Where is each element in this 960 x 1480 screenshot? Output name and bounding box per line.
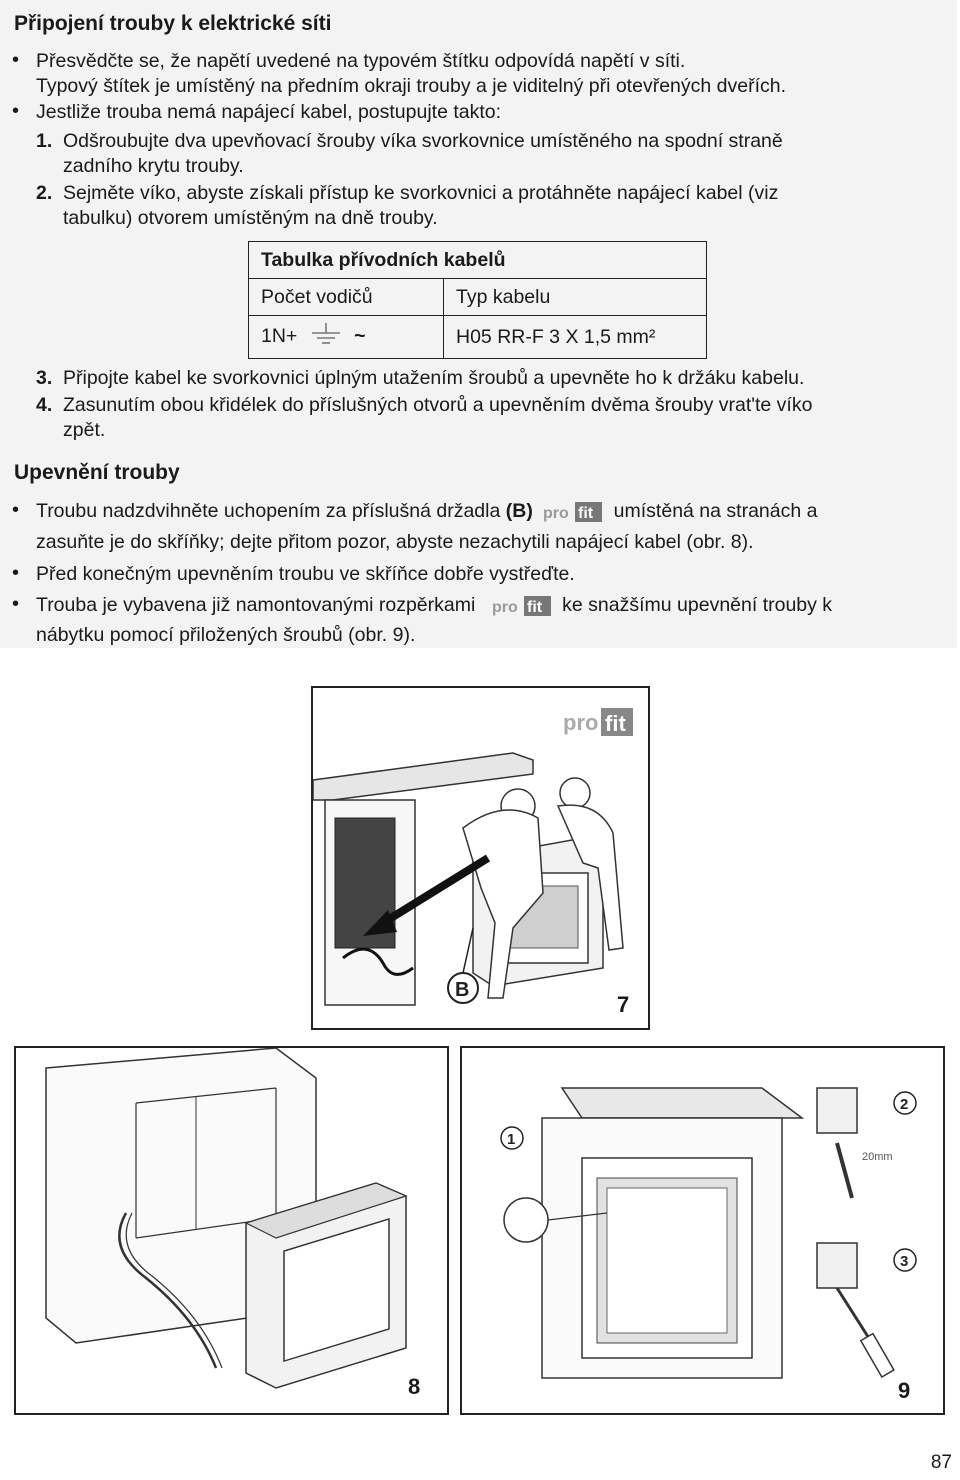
text-line: tabulku) otvorem umístěným na dně trouby…	[63, 207, 438, 229]
figure-number: 8	[408, 1374, 421, 1399]
svg-text:fit: fit	[527, 599, 543, 616]
instructions-block: Připojení trouby k elektrické síti • Pře…	[0, 0, 957, 648]
text-line: Sejměte víko, abyste získali přístup ke …	[63, 182, 779, 204]
cable-table-value: H05 RR-F 3 X 1,5 mm²	[443, 315, 707, 359]
ground-icon	[309, 323, 343, 351]
profit-logo-icon: pro fit	[542, 500, 604, 524]
text-line: zasuňte je do skříňky; dejte přitom pozo…	[36, 531, 754, 553]
profit-logo-icon: pro fit	[491, 594, 553, 618]
step-number: 2.	[36, 182, 53, 204]
cable-table-title: Tabulka přívodních kabelů	[248, 241, 707, 279]
text-line: Připojte kabel ke svorkovnici úplným uta…	[63, 367, 805, 389]
bullet-icon: •	[12, 562, 20, 584]
figure-7-illustration: pro fit B	[313, 708, 633, 1006]
section-title-fixing: Upevnění trouby	[14, 461, 180, 484]
figure-number: 9	[898, 1378, 911, 1403]
page-number: 87	[930, 1452, 952, 1473]
cable-table-header: Počet vodičů	[248, 278, 444, 316]
profit-logo-icon: pro fit	[563, 708, 633, 736]
step-number: 3.	[36, 367, 53, 389]
cable-table-header: Typ kabelu	[443, 278, 707, 316]
step-number: 1.	[36, 130, 53, 152]
text-line: Jestliže trouba nemá napájecí kabel, pos…	[36, 101, 502, 123]
svg-text:fit: fit	[605, 711, 626, 736]
cable-table-value: ~	[354, 325, 366, 348]
text-line: Odšroubujte dva upevňovací šrouby víka s…	[63, 130, 783, 152]
cable-table-cell: 1N+ ~	[248, 315, 444, 359]
step-2-label: 2	[900, 1096, 908, 1113]
svg-text:pro: pro	[492, 599, 518, 616]
svg-text:pro: pro	[543, 505, 569, 522]
cable-table: Tabulka přívodních kabelů Počet vodičů T…	[248, 241, 707, 359]
figure-9: 1 2 3 20mm 9	[460, 1046, 945, 1415]
handle-label: (B)	[505, 500, 533, 523]
section-title-electrical: Připojení trouby k elektrické síti	[14, 12, 332, 35]
text-line: zpět.	[63, 419, 106, 441]
svg-text:fit: fit	[578, 505, 594, 522]
step-1-label: 1	[507, 1131, 515, 1148]
text-line: Zasunutím obou křidélek do příslušných o…	[63, 394, 813, 416]
figure-number: 7	[617, 992, 630, 1017]
measure-label: 20mm	[862, 1151, 893, 1163]
figure-8: 8	[14, 1046, 449, 1415]
figure-7: pro fit B 7	[311, 686, 650, 1030]
step-number: 4.	[36, 394, 53, 416]
figure-9-illustration: 1 2 3 20mm	[500, 1087, 917, 1379]
text-line: nábytku pomocí přiložených šroubů (obr. …	[36, 624, 416, 646]
text-line: zadního krytu trouby.	[63, 155, 244, 177]
cable-table-value: 1N+	[261, 325, 298, 348]
bullet-icon: •	[12, 49, 20, 71]
text-line: Před konečným upevněním troubu ve skříňc…	[36, 563, 575, 585]
bullet-icon: •	[12, 593, 20, 615]
svg-text:pro: pro	[563, 710, 598, 735]
text-line: Typový štítek je umístěný na předním okr…	[36, 75, 787, 97]
handle-b-label: B	[455, 979, 469, 1001]
text-line: Přesvědčte se, že napětí uvedené na typo…	[36, 50, 686, 72]
text-line: Troubu nadzdvihněte uchopením za přísluš…	[36, 500, 818, 524]
bullet-icon: •	[12, 100, 20, 122]
figure-8-illustration	[45, 1048, 408, 1389]
step-3-label: 3	[900, 1253, 908, 1270]
text-line: Trouba je vybavena již namontovanými roz…	[36, 594, 833, 618]
bullet-icon: •	[12, 499, 20, 521]
